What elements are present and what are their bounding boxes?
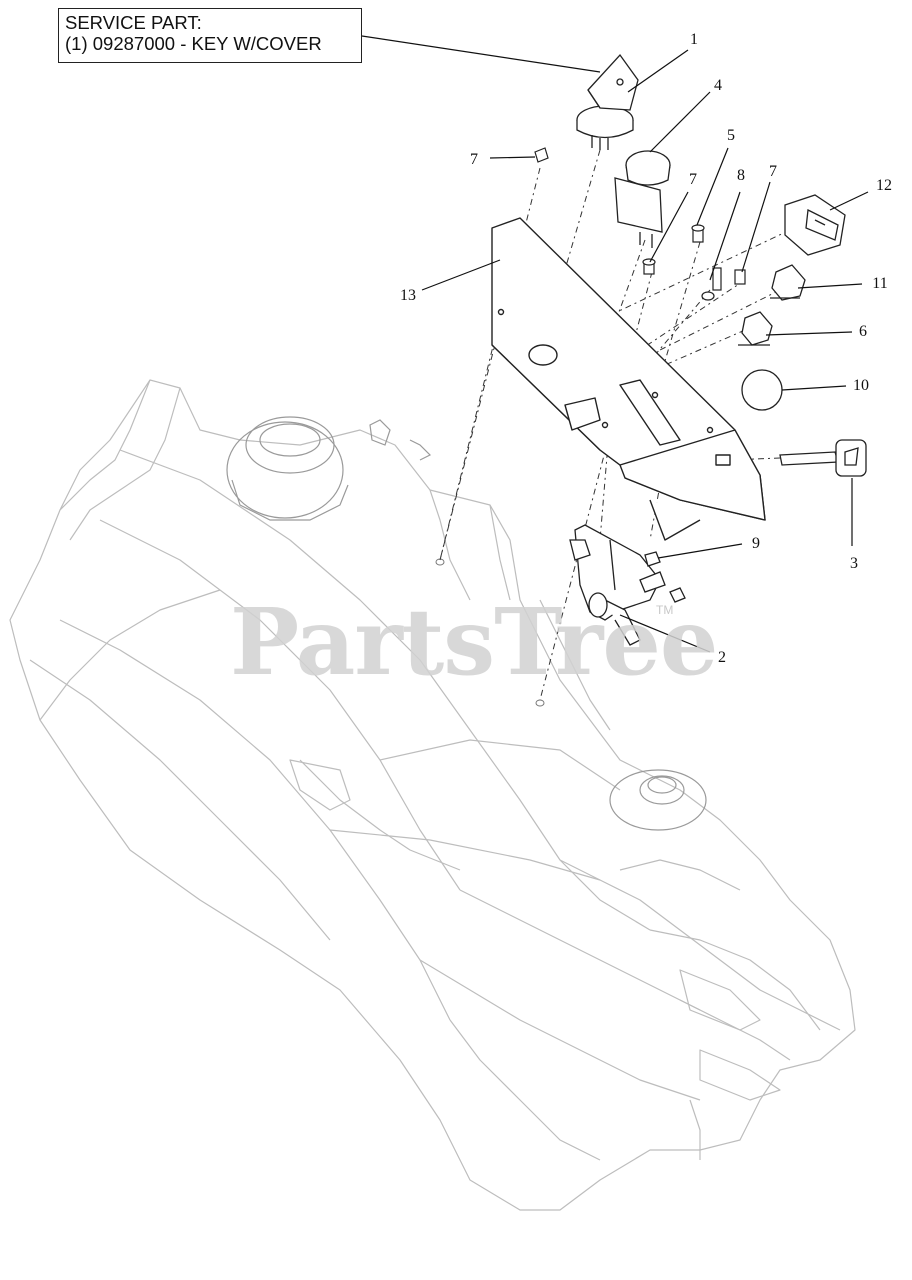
vent-fitting	[369, 419, 432, 461]
partstree-watermark: PartsTree	[230, 588, 718, 696]
callout-9: 9	[752, 535, 760, 552]
callout-11: 11	[872, 275, 888, 292]
mounting-plate	[491, 217, 766, 541]
lever-3	[779, 439, 867, 477]
callout-7b: 7	[689, 171, 697, 188]
callout-6: 5	[727, 127, 735, 144]
fuel-cap	[226, 416, 349, 521]
callout-7c: 7	[769, 163, 777, 180]
callout-10: 10	[853, 377, 869, 394]
rocker-switch-12	[784, 194, 846, 256]
fasteners	[534, 147, 746, 301]
ball-knob	[741, 369, 783, 411]
callout-13: 13	[400, 287, 416, 304]
switch-5	[738, 311, 773, 346]
pto-knob	[614, 150, 671, 248]
callout-8: 8	[737, 167, 745, 184]
callout-12: 12	[876, 177, 892, 194]
secondary-cap	[609, 769, 707, 831]
service-part-note: SERVICE PART: (1) 09287000 - KEY W/COVER	[58, 8, 362, 63]
callout-1: 1	[690, 31, 698, 48]
service-note-line2: (1) 09287000 - KEY W/COVER	[65, 33, 322, 54]
callout-2: 2	[718, 649, 726, 666]
service-note-line1: SERVICE PART:	[65, 12, 202, 33]
callout-7a: 7	[470, 151, 478, 168]
callout-5: 6	[859, 323, 867, 340]
latch-assembly	[569, 524, 686, 646]
tank-mount-holes	[435, 558, 545, 707]
fuel-tank-body	[9, 379, 856, 1211]
leader-lines	[361, 35, 869, 653]
callout-4: 4	[714, 77, 722, 94]
callout-3: 3	[850, 555, 858, 572]
watermark-tm: TM	[656, 603, 674, 617]
key-switch	[576, 53, 639, 150]
switch-11	[770, 264, 806, 301]
